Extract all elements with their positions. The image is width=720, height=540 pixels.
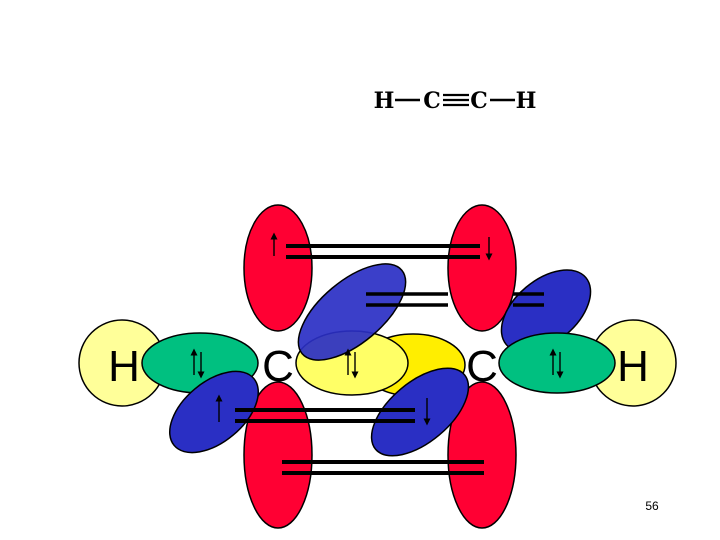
pi-bond-red-top [286, 244, 480, 259]
pi-orbital-blue-left-bottom [168, 370, 260, 454]
formula-c-right: C [470, 88, 488, 114]
pi-bond-blue-upper [366, 292, 544, 307]
pi-orbital-blue-right-bottom [370, 367, 470, 457]
atom-label-h-left: H [108, 342, 140, 391]
formula-c-left: C [423, 88, 441, 114]
pi-orbital-red-right-bottom [447, 381, 517, 529]
electron-pair-cc [344, 348, 359, 379]
atom-label-c-right: C [466, 342, 498, 391]
atom-label-c-left: C [262, 342, 294, 391]
pi-bond-blue-lower [235, 408, 415, 423]
formula-h-right: H [516, 88, 537, 114]
formula-triple-bond [443, 93, 469, 107]
pi-bond-red-bottom [282, 460, 484, 475]
page-number: 56 [645, 499, 659, 513]
sigma-orbital-ch-right [498, 332, 616, 394]
structural-formula: H C C H [374, 88, 537, 114]
pi-orbital-red-right-top [447, 204, 517, 332]
pi-orbital-blue-left-top [297, 263, 407, 361]
pi-orbital-red-left-bottom [243, 381, 313, 529]
pi-orbital-red-left-top [243, 204, 313, 332]
atom-label-h-right: H [617, 342, 649, 391]
electron-pair-ch-left [190, 348, 205, 379]
formula-h-left: H [374, 88, 395, 114]
electron-pair-ch-right [549, 348, 564, 379]
